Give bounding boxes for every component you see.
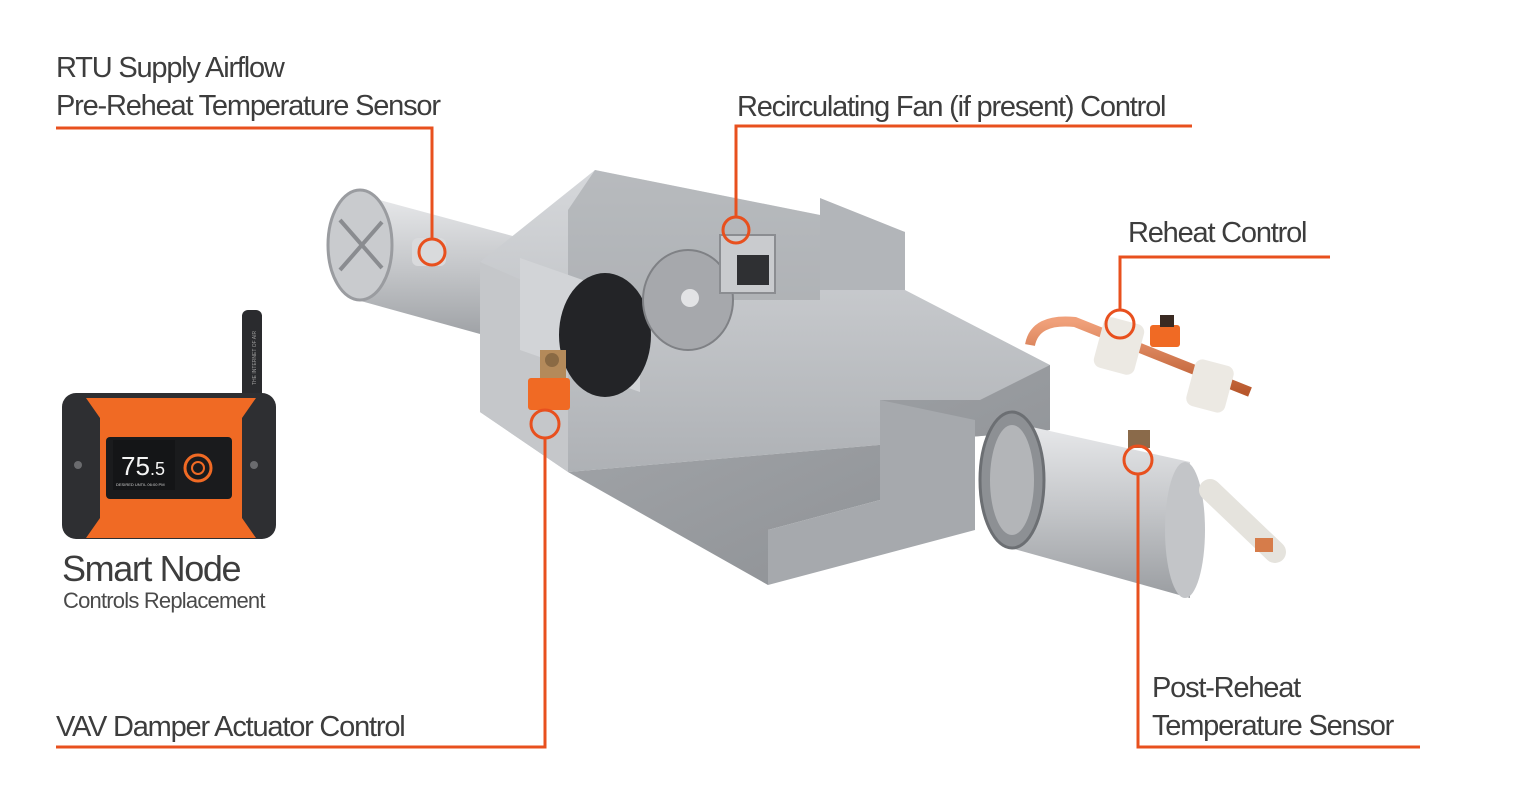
- reheat-leader-line: [1118, 255, 1330, 310]
- rtu-label-line1: RTU Supply Airflow: [56, 52, 285, 84]
- damper-actuator: [528, 350, 570, 410]
- smart-node-device: [62, 310, 276, 539]
- vav-label: VAV Damper Actuator Control: [56, 711, 406, 743]
- outlet-duct: [978, 410, 1205, 598]
- reheat-marker-circle: [1104, 308, 1136, 340]
- post-marker-circle: [1122, 444, 1154, 476]
- display-value: 75: [121, 451, 150, 481]
- display-caption: DESIRED UNTIL 06:00 PM: [116, 482, 165, 487]
- fan-label: Recirculating Fan (if present) Control: [737, 91, 1166, 123]
- callout-lines: [56, 124, 1420, 749]
- vav-leader-line: [56, 438, 547, 749]
- post-leader-line: [1136, 474, 1420, 749]
- smart-node-subtitle: Controls Replacement: [63, 588, 265, 613]
- inlet-duct: [326, 188, 520, 345]
- vav-marker-circle: [529, 408, 561, 440]
- reheat-label: Reheat Control: [1128, 217, 1307, 249]
- smart-node-title: Smart Node: [62, 548, 241, 589]
- vav-box-body: [480, 170, 1050, 585]
- antenna-text: THE INTERNET OF AIR: [252, 331, 258, 385]
- rtu-marker-circle: [417, 237, 447, 267]
- post-label-line2: Temperature Sensor: [1152, 710, 1394, 742]
- fan-marker-circle: [721, 215, 751, 245]
- rtu-leader-line: [56, 126, 434, 240]
- post-label-line1: Post-Reheat: [1152, 672, 1301, 704]
- damper-tube: [520, 249, 734, 397]
- rtu-label-line2: Pre-Reheat Temperature Sensor: [56, 90, 441, 122]
- display-decimal: .5: [150, 459, 165, 479]
- reheat-valve: [1025, 315, 1286, 563]
- fan-leader-line: [734, 124, 1192, 218]
